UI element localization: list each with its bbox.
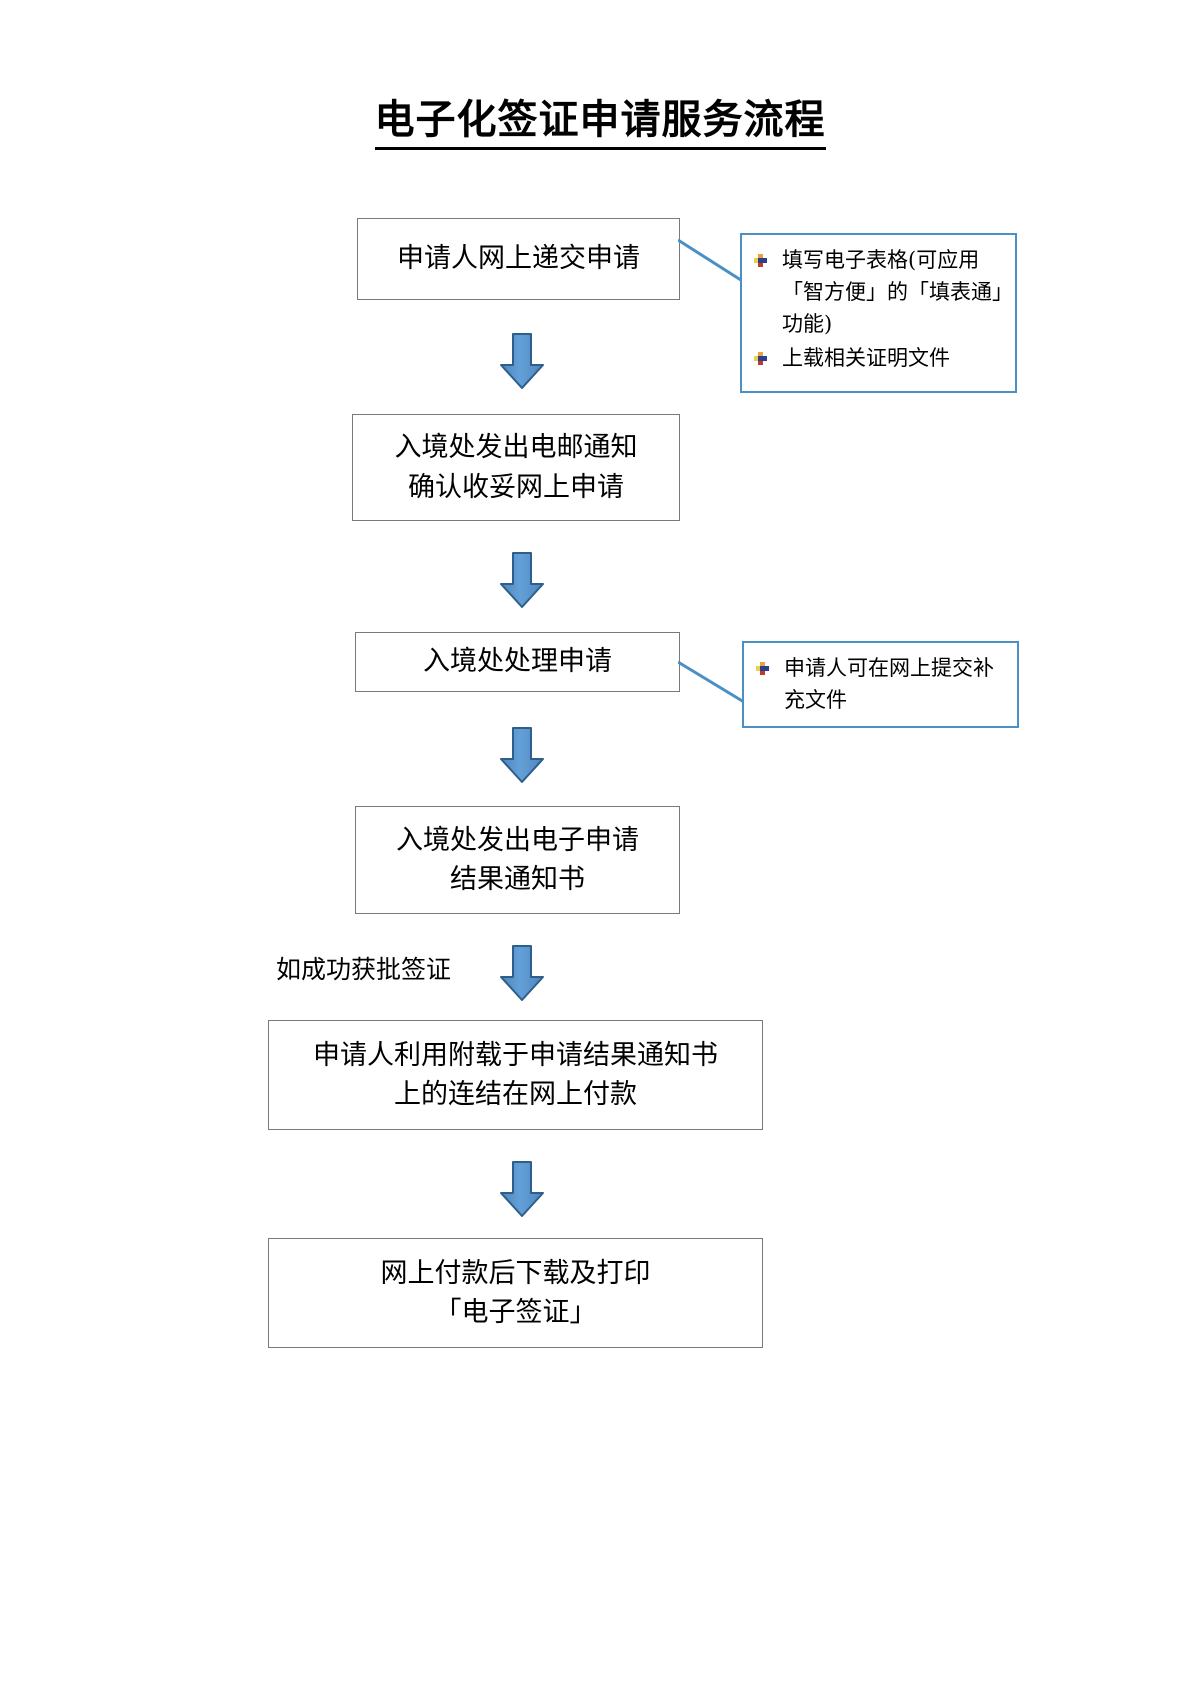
- flower-bullet-icon: [754, 254, 767, 267]
- process-box-step-2: 入境处发出电邮通知 确认收妥网上申请: [352, 414, 680, 521]
- conditional-label-approved: 如成功获批签证: [276, 955, 452, 984]
- callout-2-item-1-text: 申请人可在网上提交补充文件: [784, 656, 994, 712]
- process-box-step-6: 网上付款后下载及打印 「电子签证」: [268, 1238, 763, 1348]
- flow-arrow-3: [498, 726, 546, 784]
- process-box-step-3: 入境处处理申请: [355, 632, 680, 692]
- callout-2-item-1: 申请人可在网上提交补充文件: [750, 653, 1009, 717]
- process-box-step-4: 入境处发出电子申请 结果通知书: [355, 806, 680, 914]
- callout-1-item-2: 上载相关证明文件: [748, 343, 1007, 375]
- page-title-text: 电子化签证申请服务流程: [374, 97, 826, 150]
- callout-1-item-1: 填写电子表格(可应用「智方便」的「填表通」功能): [748, 245, 1007, 341]
- flow-arrow-5: [498, 1160, 546, 1218]
- flower-bullet-icon: [756, 662, 769, 675]
- process-box-step-5: 申请人利用附载于申请结果通知书 上的连结在网上付款: [268, 1020, 763, 1130]
- callout-2-list: 申请人可在网上提交补充文件: [750, 653, 1009, 717]
- flow-arrow-4: [498, 944, 546, 1002]
- callout-1-item-1-text: 填写电子表格(可应用「智方便」的「填表通」功能): [782, 248, 1003, 336]
- callout-1-item-2-text: 上载相关证明文件: [782, 345, 950, 370]
- connector-line-step-3-callout-2: [678, 660, 748, 706]
- page-title: 电子化签证申请服务流程: [0, 96, 1200, 150]
- callout-1-list: 填写电子表格(可应用「智方便」的「填表通」功能) 上载相关证明文件: [748, 245, 1007, 375]
- callout-box-1: 填写电子表格(可应用「智方便」的「填表通」功能) 上载相关证明文件: [740, 233, 1017, 393]
- flow-arrow-1: [498, 332, 546, 390]
- process-box-step-1: 申请人网上递交申请: [357, 218, 680, 300]
- flower-bullet-icon: [754, 351, 767, 365]
- flow-arrow-2: [498, 551, 546, 609]
- callout-box-2: 申请人可在网上提交补充文件: [742, 641, 1019, 728]
- connector-line-step-1-callout-1: [678, 238, 748, 286]
